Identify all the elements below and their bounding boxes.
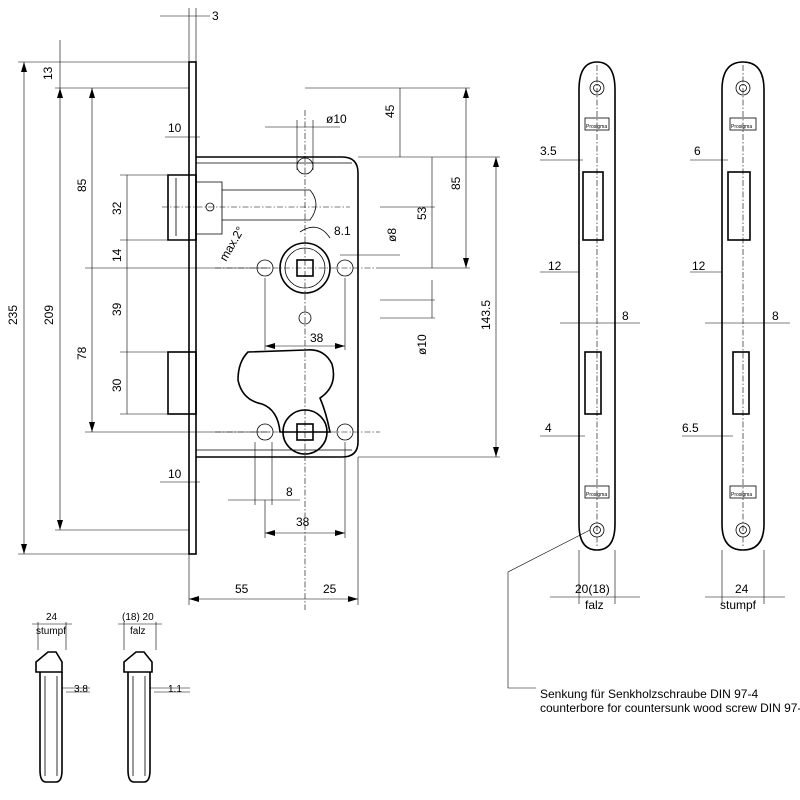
dim-235: 235 <box>6 305 20 325</box>
latch-opening-falz <box>582 171 604 241</box>
dim-3: 3 <box>212 9 219 23</box>
dim-143-5: 143.5 <box>479 300 493 330</box>
stamp-falz-bottom: Prosigma <box>586 492 607 498</box>
dim-stumpf-width: 24 <box>735 582 749 596</box>
dim-32: 32 <box>110 201 124 215</box>
section-stumpf: 24 stumpf 3.8 <box>32 612 90 783</box>
dim-10-bottom: 10 <box>168 467 182 481</box>
dimension-lines <box>18 8 500 605</box>
dim-38-bottom: 38 <box>296 515 310 529</box>
dim-falz-12: 12 <box>548 259 562 273</box>
strike-plate-stumpf: Prosigma Prosigma 6 12 8 6.5 24 stumpf <box>682 61 790 612</box>
section-falz-width: (18) 20 <box>122 612 154 623</box>
note-german: Senkung für Senkholzschraube DIN 97-4 <box>540 687 758 701</box>
countersink-note: Senkung für Senkholzschraube DIN 97-4 co… <box>507 529 800 715</box>
label-falz: falz <box>585 598 604 612</box>
dim-39: 39 <box>110 302 124 316</box>
dim-max-2-deg: max.2° <box>216 224 247 264</box>
dim-25: 25 <box>323 582 337 596</box>
dim-8-1: 8.1 <box>334 224 351 238</box>
label-stumpf: stumpf <box>720 598 757 612</box>
bolt-opening-stumpf <box>732 351 750 415</box>
dim-45: 45 <box>383 104 397 118</box>
dim-falz-8: 8 <box>622 309 629 323</box>
dim-8-bottom: 8 <box>286 485 293 499</box>
dim-phi8: ø8 <box>385 228 399 242</box>
dim-stumpf-12: 12 <box>692 259 706 273</box>
section-stumpf-offset: 3.8 <box>74 684 88 695</box>
note-english: counterbore for countersunk wood screw D… <box>540 701 800 715</box>
dim-85-left: 85 <box>75 178 89 192</box>
dead-bolt <box>167 351 197 415</box>
dimension-labels: 3 13 235 209 10 85 32 14 39 78 30 10 ø10… <box>6 9 493 596</box>
stamp-falz-top: Prosigma <box>586 124 607 130</box>
dim-stumpf-6-5: 6.5 <box>682 421 699 435</box>
latch-opening-stumpf <box>727 171 751 241</box>
dim-falz-3-5: 3.5 <box>540 144 557 158</box>
dim-phi10-top: ø10 <box>326 112 347 126</box>
dim-30: 30 <box>110 378 124 392</box>
strike-plate-falz: Prosigma Prosigma 3.5 12 8 4 20(18) falz <box>540 61 640 612</box>
dim-stumpf-6: 6 <box>694 144 701 158</box>
dim-85-right: 85 <box>449 176 463 190</box>
bolt-opening-falz <box>584 351 602 415</box>
stamp-stumpf-top: Prosigma <box>731 124 752 130</box>
dim-stumpf-8: 8 <box>772 309 779 323</box>
section-falz: (18) 20 falz 1.1 <box>118 612 190 783</box>
dim-falz-4: 4 <box>545 421 552 435</box>
dim-13: 13 <box>41 66 55 80</box>
section-falz-label: falz <box>130 626 146 637</box>
cylinder-cutout <box>237 348 335 433</box>
lock-case <box>196 156 359 458</box>
faceplate <box>188 61 197 555</box>
section-falz-offset: 1.1 <box>168 684 182 695</box>
dim-38-middle: 38 <box>310 331 324 345</box>
dim-14: 14 <box>110 248 124 262</box>
stamp-stumpf-bottom: Prosigma <box>731 492 752 498</box>
dim-78: 78 <box>75 346 89 360</box>
dim-10-latch: 10 <box>168 121 182 135</box>
lock-body-view <box>162 61 380 610</box>
section-stumpf-width: 24 <box>46 612 58 623</box>
dim-209: 209 <box>42 305 56 325</box>
dim-55: 55 <box>235 582 249 596</box>
section-stumpf-label: stumpf <box>36 626 66 637</box>
latch-bolt <box>167 174 197 241</box>
dim-falz-width: 20(18) <box>575 582 610 596</box>
dim-53: 53 <box>415 206 429 220</box>
dim-phi10-bottom: ø10 <box>415 334 429 355</box>
